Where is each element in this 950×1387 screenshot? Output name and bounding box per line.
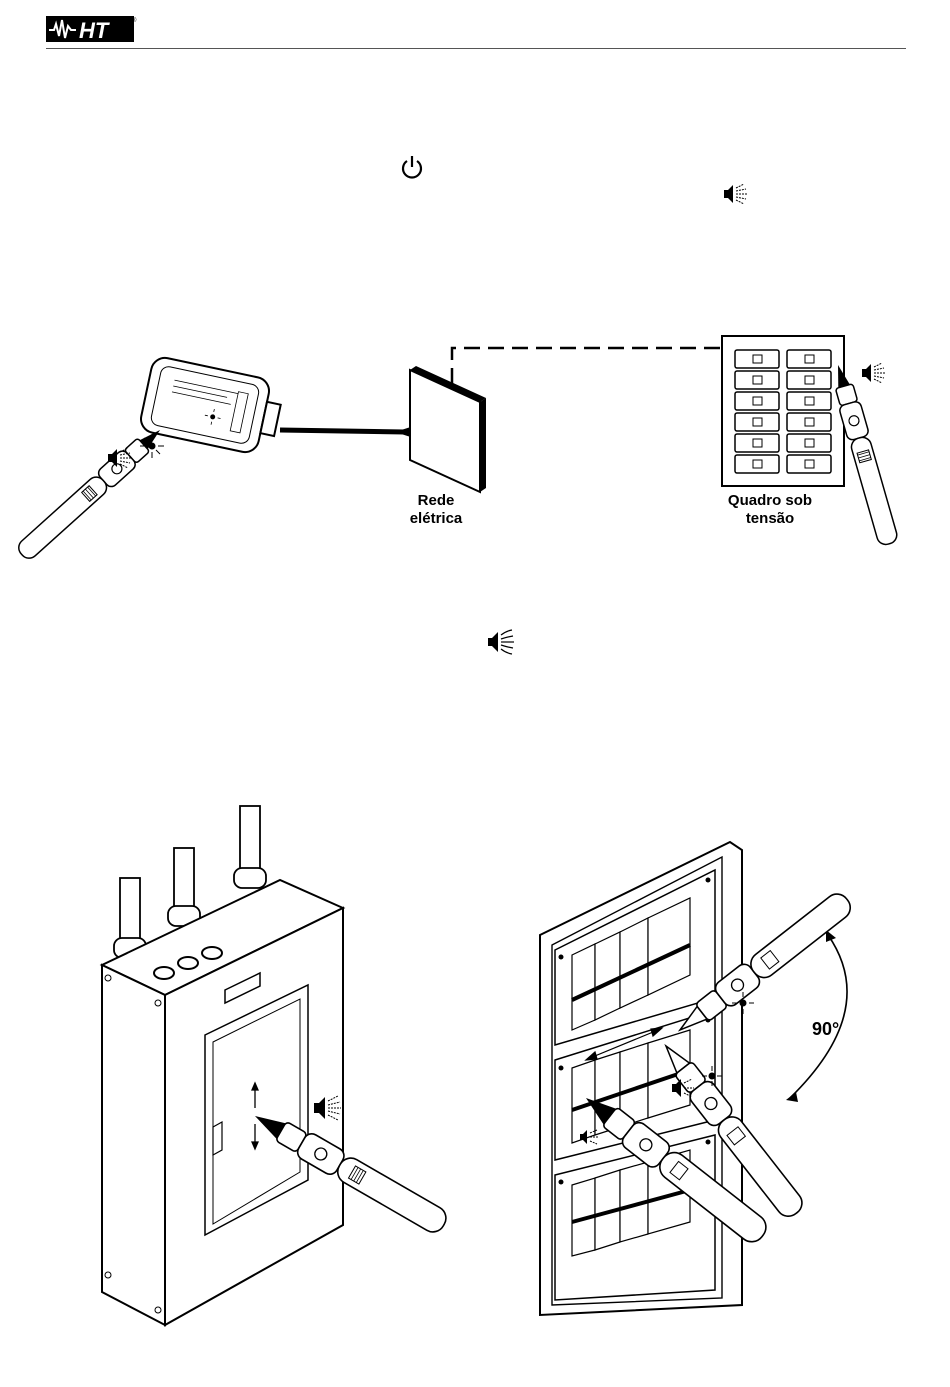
brand-logo: HT ® — [46, 14, 138, 44]
dashed-circuit-link — [452, 348, 722, 384]
detector-probe-transmitter — [14, 422, 167, 563]
rotation-arc — [790, 935, 847, 1098]
figure-breaker-scan: 90° — [520, 830, 930, 1330]
panel-label-line2: tensão — [712, 510, 828, 528]
figure-mains-connection — [0, 300, 950, 590]
angle-label: 90° — [812, 1019, 839, 1039]
power-icon — [400, 154, 424, 180]
figure-enclosure-scan — [0, 790, 480, 1350]
transmitter-unit — [138, 355, 285, 457]
electrical-enclosure — [102, 880, 343, 1325]
panel-label: Quadro sob tensão — [712, 492, 828, 528]
brand-text: HT — [79, 18, 110, 43]
mains-cable — [280, 430, 405, 432]
mains-label-line2: elétrica — [396, 510, 476, 528]
speaker-sound-icon — [722, 183, 750, 205]
panel-label-line1: Quadro sob — [712, 492, 828, 510]
speaker-sound-icon-panel — [862, 363, 885, 383]
mains-label-line1: Rede — [396, 492, 476, 510]
speaker-sound-icon — [486, 629, 516, 655]
mains-label: Rede elétrica — [396, 492, 476, 528]
trademark-mark: ® — [132, 17, 137, 24]
distribution-panel — [722, 336, 844, 486]
wall-socket — [410, 366, 486, 492]
header-rule — [46, 48, 906, 49]
